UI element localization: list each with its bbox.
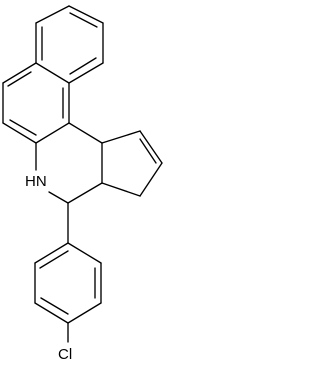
lower-aromatic-ring [2,62,70,144]
cl-label-mask [57,344,80,364]
chemical-structure-canvas: HN Cl [2,5,163,364]
nh-atom-label: HN [25,173,47,190]
cyclopentene-ring [101,130,163,197]
top-aromatic-ring [35,5,104,84]
dihydropyridine-ring [35,122,103,204]
chlorophenyl-ring [34,202,102,343]
nh-label-mask [24,171,51,191]
cl-atom-label: Cl [58,346,72,363]
molecule-drawing: HN Cl [2,5,163,364]
